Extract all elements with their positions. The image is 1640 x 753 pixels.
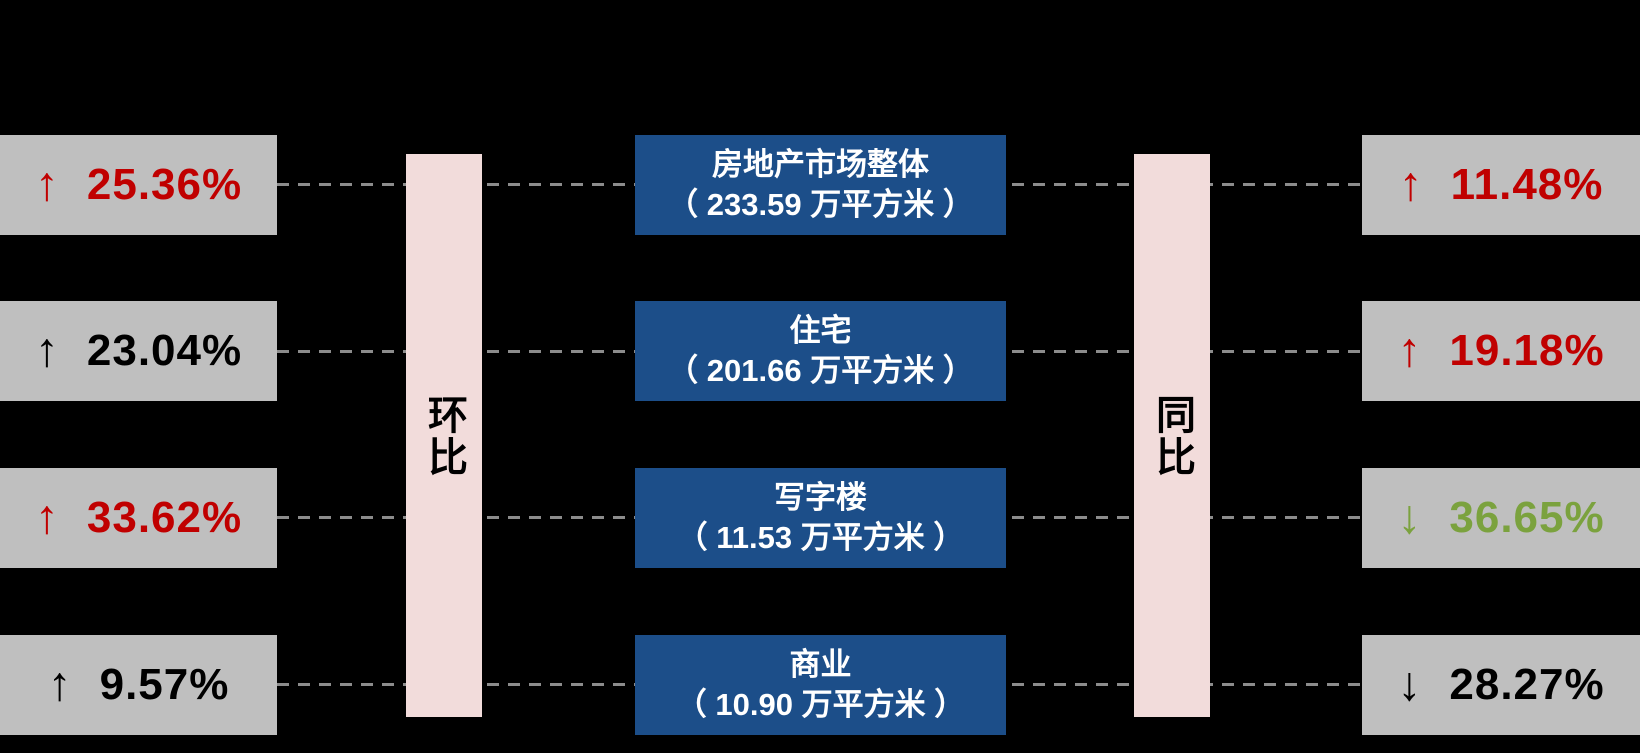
yoy-change-box: ↓ 28.27% [1362, 635, 1640, 735]
category-name: 写字楼 [774, 479, 867, 515]
up-arrow-icon: ↑ [34, 324, 59, 377]
category-box: 商业 （ 10.90 万平方米 ） [635, 635, 1006, 735]
category-area: （ 10.90 万平方米 ） [675, 687, 966, 722]
category-name: 商业 [789, 646, 852, 682]
up-arrow-icon: ↑ [47, 658, 72, 711]
mom-change-box: ↑ 9.57% [0, 635, 277, 735]
yoy-change-value: 19.18% [1449, 326, 1605, 375]
yoy-change-value: 36.65% [1449, 493, 1605, 542]
yoy-change-box: ↑ 11.48% [1362, 135, 1640, 235]
category-name: 住宅 [789, 312, 852, 348]
category-name: 房地产市场整体 [712, 146, 929, 182]
category-box: 房地产市场整体 （ 233.59 万平方米 ） [635, 135, 1006, 235]
yoy-connector-bar: 同比 [1134, 154, 1210, 717]
mom-change-box: ↑ 25.36% [0, 135, 277, 235]
mom-change-value: 33.62% [86, 493, 243, 542]
mom-change-value: 23.04% [86, 326, 243, 375]
yoy-connector-label: 同比 [1150, 393, 1194, 478]
yoy-change-box: ↓ 36.65% [1362, 468, 1640, 568]
up-arrow-icon: ↑ [1398, 158, 1423, 211]
up-arrow-icon: ↑ [1397, 324, 1422, 377]
yoy-change-value: 11.48% [1450, 160, 1604, 209]
down-arrow-icon: ↓ [1397, 491, 1422, 544]
yoy-change-value: 28.27% [1449, 660, 1605, 709]
category-area: （ 201.66 万平方米 ） [667, 353, 974, 388]
mom-change-box: ↑ 33.62% [0, 468, 277, 568]
category-area: （ 11.53 万平方米 ） [676, 520, 965, 555]
mom-change-value: 9.57% [99, 660, 230, 709]
category-area: （ 233.59 万平方米 ） [667, 187, 974, 222]
up-arrow-icon: ↑ [34, 491, 59, 544]
mom-connector-bar: 环比 [406, 154, 482, 717]
mom-change-value: 25.36% [86, 160, 243, 209]
up-arrow-icon: ↑ [34, 158, 59, 211]
mom-change-box: ↑ 23.04% [0, 301, 277, 401]
category-box: 写字楼 （ 11.53 万平方米 ） [635, 468, 1006, 568]
mom-connector-label: 环比 [422, 393, 466, 478]
down-arrow-icon: ↓ [1397, 658, 1422, 711]
yoy-change-box: ↑ 19.18% [1362, 301, 1640, 401]
category-box: 住宅 （ 201.66 万平方米 ） [635, 301, 1006, 401]
